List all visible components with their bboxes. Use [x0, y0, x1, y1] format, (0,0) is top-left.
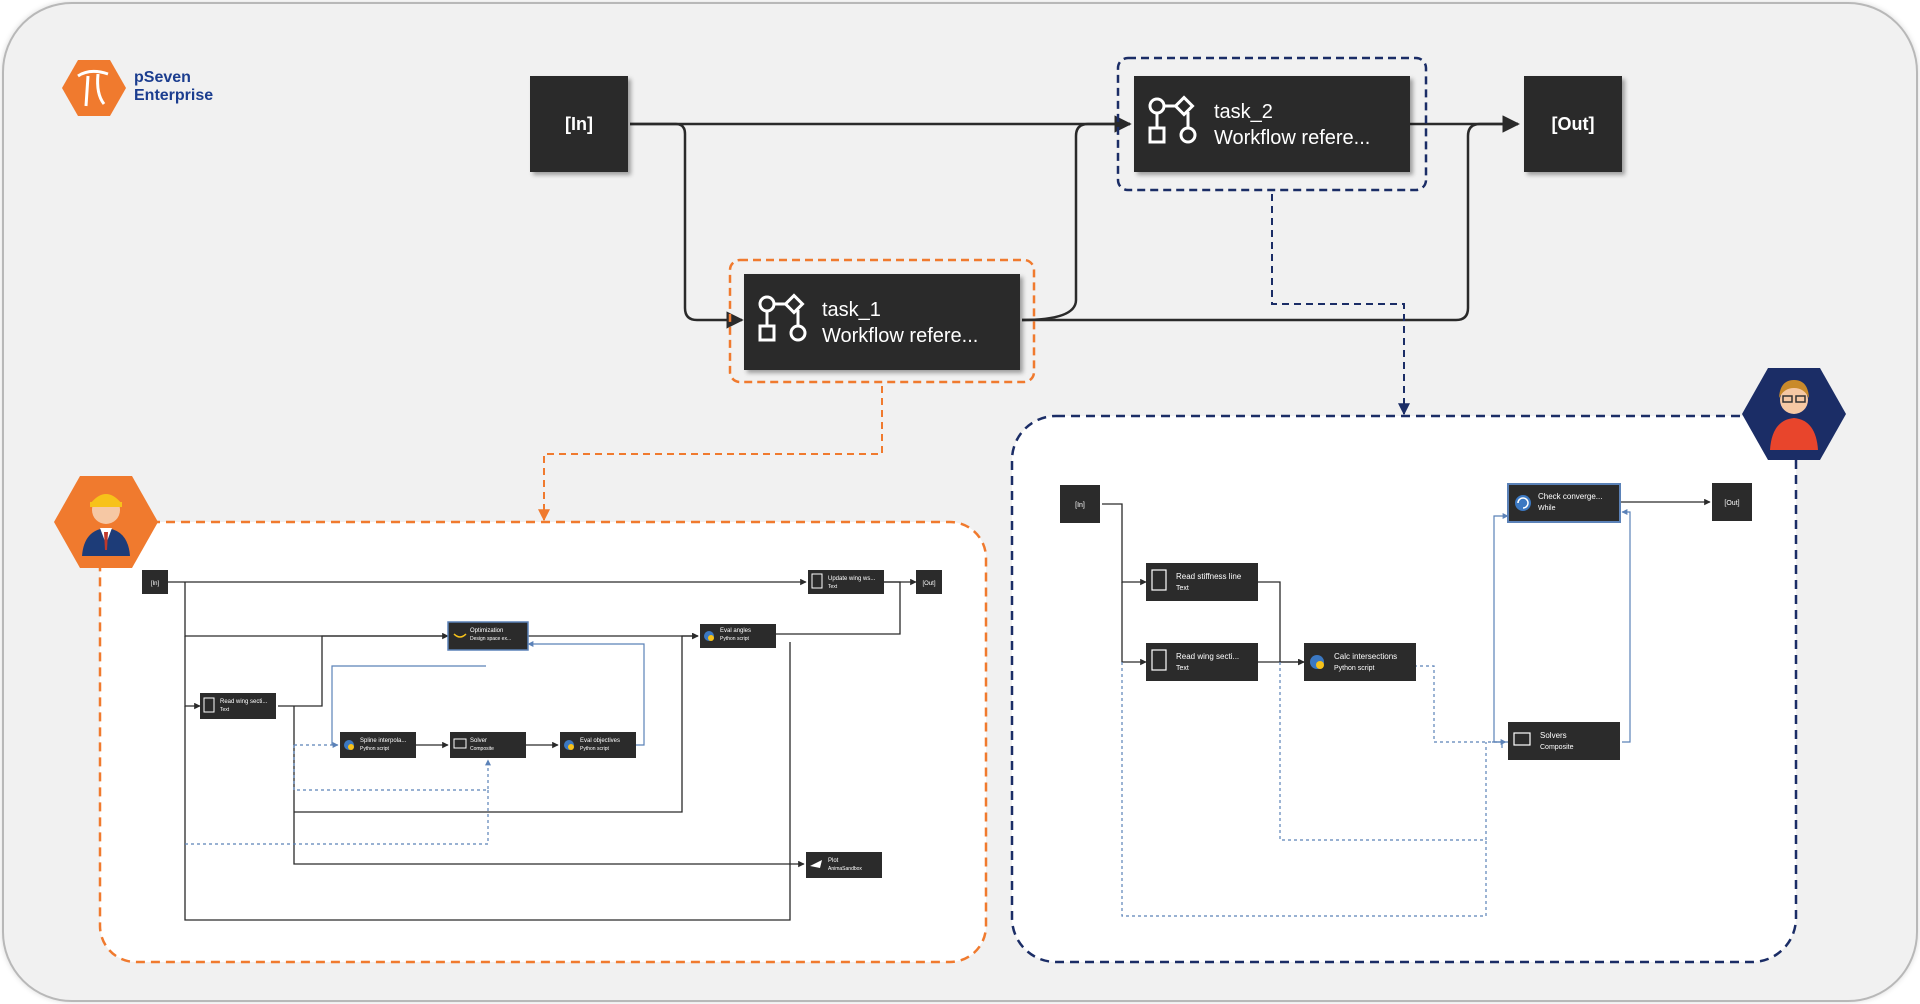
- workflow-diagram: pSeven Enterprise [In] [Out] task_2 Work…: [54, 56, 1846, 964]
- top-workflow-links: [630, 115, 1520, 329]
- left-node-solver[interactable]: Solver Composite: [450, 732, 526, 758]
- left-blue-links: [185, 641, 645, 845]
- node-type: Text: [1176, 665, 1189, 672]
- node-type: Composite: [1540, 744, 1574, 751]
- task-1-highlight: [728, 258, 1036, 384]
- brand-logo: pSeven Enterprise: [62, 60, 213, 116]
- node-type: Text: [828, 584, 838, 590]
- task-1-name: task_1: [822, 299, 881, 321]
- node-type: Design space ex...: [470, 636, 511, 642]
- task-1-type: Workflow refere...: [822, 325, 978, 347]
- top-in-label: [In]: [565, 114, 593, 134]
- left-node-eval-angles[interactable]: Eval angles Python script: [700, 624, 776, 648]
- node-type: Text: [220, 707, 230, 713]
- task-2-node[interactable]: task_2 Workflow refere...: [1134, 76, 1410, 172]
- node-name: Solvers: [1540, 731, 1567, 740]
- left-out-node[interactable]: [Out]: [916, 570, 942, 594]
- left-out-label: [Out]: [922, 581, 935, 587]
- left-node-read-wing[interactable]: Read wing secti... Text: [200, 693, 276, 719]
- right-node-calc-intersections[interactable]: Calc intersections Python script: [1304, 643, 1416, 681]
- node-name: Solver: [470, 738, 487, 744]
- pseven-logo-icon: [62, 60, 126, 116]
- node-name: Read wing secti...: [1176, 652, 1239, 661]
- composite-icon: [1513, 732, 1531, 746]
- node-name: Read stiffness line: [1176, 572, 1242, 581]
- right-blue-links: [1121, 509, 1631, 917]
- workflow-reference-icon: [1148, 95, 1197, 144]
- text-file-icon: [203, 697, 215, 713]
- node-type: Text: [1176, 585, 1189, 592]
- text-file-icon: [811, 573, 823, 589]
- node-type: Python script: [580, 746, 610, 752]
- left-node-update-wing[interactable]: Update wing ws... Text: [808, 570, 884, 594]
- node-type: AnimaSandbox: [828, 866, 862, 872]
- plot-icon: [810, 860, 822, 868]
- right-out-label: [Out]: [1724, 500, 1739, 507]
- node-type: Python script: [720, 636, 750, 642]
- left-node-eval-objectives[interactable]: Eval objectives Python script: [560, 732, 636, 758]
- right-in-node[interactable]: [In]: [1060, 485, 1100, 523]
- task-2-type: Workflow refere...: [1214, 127, 1370, 149]
- left-in-label: [In]: [151, 581, 160, 587]
- task-1-node[interactable]: task_1 Workflow refere...: [744, 274, 1020, 370]
- node-type: Composite: [470, 746, 494, 752]
- node-name: Read wing secti...: [220, 699, 268, 705]
- node-type: Python script: [360, 746, 390, 752]
- top-in-node[interactable]: [In]: [530, 76, 628, 172]
- text-file-icon: [1151, 649, 1167, 671]
- task-2-highlight: [1116, 56, 1428, 192]
- top-out-label: [Out]: [1552, 114, 1595, 134]
- left-in-node[interactable]: [In]: [142, 570, 168, 594]
- top-out-node[interactable]: [Out]: [1524, 76, 1622, 172]
- right-node-solvers[interactable]: Solvers Composite: [1508, 722, 1620, 760]
- right-node-check-convergence[interactable]: Check converge... While: [1507, 483, 1621, 523]
- engineer-avatar-icon: [54, 476, 158, 568]
- node-name: Eval angles: [720, 628, 751, 634]
- node-name: Update wing ws...: [828, 576, 876, 582]
- right-subworkflow-panel: [1010, 414, 1798, 964]
- node-name: Optimization: [470, 628, 503, 634]
- node-name: Eval objectives: [580, 738, 620, 744]
- right-out-node[interactable]: [Out]: [1712, 483, 1752, 521]
- node-type: Python script: [1334, 665, 1375, 672]
- text-file-icon: [1151, 569, 1167, 591]
- node-name: Calc intersections: [1334, 652, 1397, 661]
- optimization-icon: [453, 633, 467, 638]
- left-node-plot[interactable]: Plot AnimaSandbox: [806, 852, 882, 878]
- left-node-spline[interactable]: Spline interpola... Python script: [340, 732, 416, 758]
- right-in-label: [In]: [1075, 502, 1085, 509]
- task-1-drilldown-link: [538, 386, 883, 522]
- brand-name-line2: Enterprise: [134, 87, 213, 104]
- right-node-read-stiffness[interactable]: Read stiffness line Text: [1146, 563, 1258, 601]
- composite-icon: [453, 738, 467, 749]
- right-node-read-wing-sections[interactable]: Read wing secti... Text: [1146, 643, 1258, 681]
- task-2-name: task_2: [1214, 101, 1273, 123]
- task-2-drilldown-link: [1271, 194, 1410, 416]
- brand-name-line1: pSeven: [134, 69, 191, 86]
- node-name: Spline interpola...: [360, 738, 407, 744]
- node-type: While: [1538, 505, 1556, 512]
- analyst-avatar-icon: [1742, 368, 1846, 460]
- left-node-optimization[interactable]: Optimization Design space ex...: [447, 621, 529, 651]
- workflow-reference-icon: [758, 293, 807, 342]
- node-name: Plot: [828, 858, 839, 864]
- node-name: Check converge...: [1538, 492, 1602, 501]
